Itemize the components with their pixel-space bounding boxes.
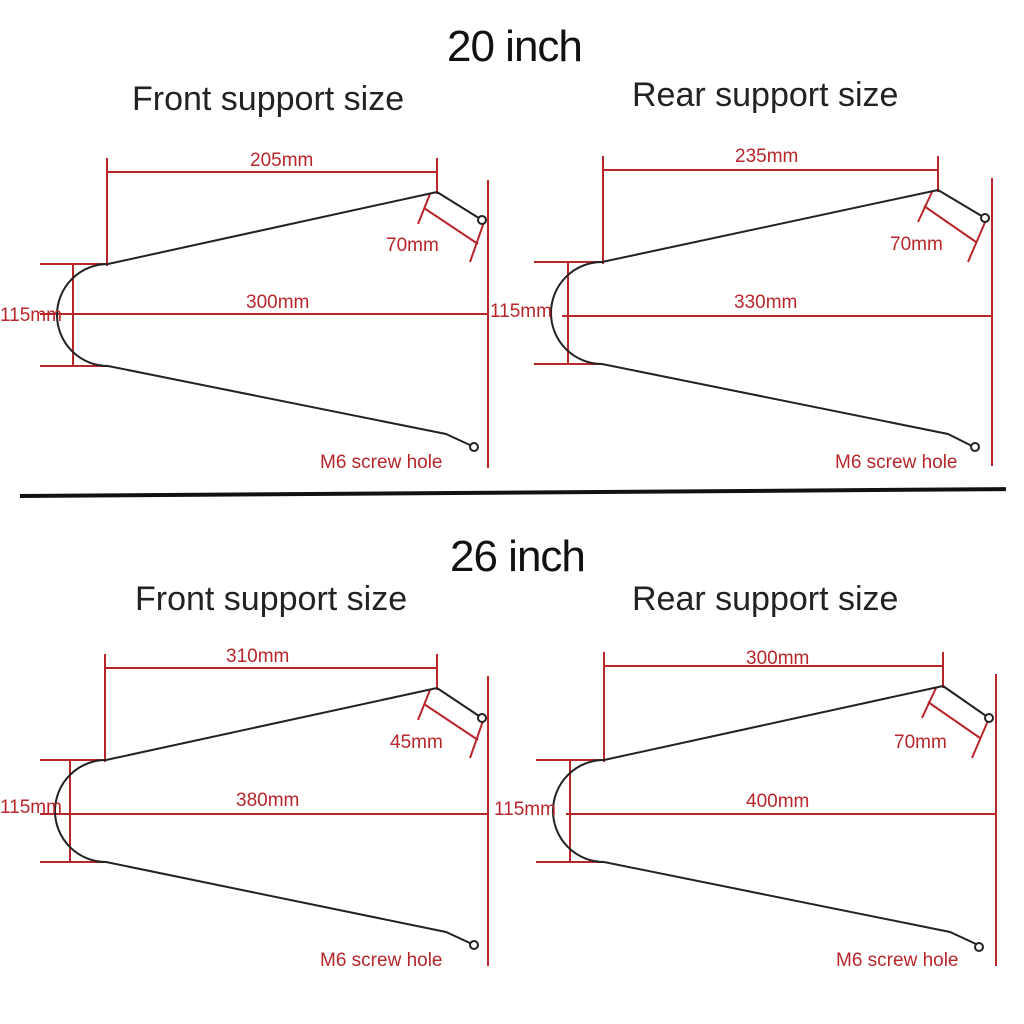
screw-hole-bottom (974, 942, 984, 952)
tab-dimension-line (967, 219, 987, 263)
support-diagram-20-rear: 235mm 70mm 330mm 115mm M6 screw hole (490, 146, 993, 473)
support-outline (56, 191, 473, 447)
panel-title-26-front: Front support size (135, 580, 408, 618)
tab-dimension-line (423, 703, 479, 741)
top-width-label: 310mm (226, 646, 289, 667)
screw-hole-bottom (469, 940, 479, 950)
screw-hole-bottom (970, 442, 980, 452)
tab-label: 45mm (390, 732, 443, 753)
tab-dimension-line (971, 715, 991, 759)
tab-arm (436, 687, 483, 719)
tab-dimension-line (423, 207, 479, 245)
tab-dimension-line (469, 221, 485, 263)
length-label: 400mm (746, 791, 809, 812)
tab-label: 70mm (890, 234, 943, 255)
top-width-label: 205mm (250, 150, 313, 171)
support-outline (54, 687, 473, 945)
height-label: 115mm (490, 301, 552, 322)
panel-title-26-rear: Rear support size (632, 580, 899, 618)
section-title-26-inch: 26 inch (450, 532, 586, 581)
screw-hole-top (984, 713, 994, 723)
tab-label: 70mm (386, 235, 439, 256)
tab-arm (436, 191, 483, 221)
tab-arm (937, 189, 986, 219)
top-width-label: 235mm (735, 146, 798, 167)
support-outline (552, 685, 977, 945)
screw-hole-top (980, 213, 990, 223)
height-label: 115mm (0, 797, 62, 818)
height-label: 115mm (0, 305, 62, 326)
length-label: 330mm (734, 292, 797, 313)
tab-dimension-line (469, 717, 485, 759)
screw-hole-label: M6 screw hole (320, 950, 443, 971)
screw-hole-label: M6 screw hole (836, 950, 959, 971)
length-label: 300mm (246, 292, 309, 313)
support-outline (550, 189, 973, 447)
screw-hole-bottom (469, 442, 479, 452)
tab-dimension-line (923, 205, 977, 243)
section-divider (19, 487, 1006, 498)
screw-hole-top (477, 713, 487, 723)
screw-hole-label: M6 screw hole (835, 452, 958, 473)
support-diagram-26-rear: 300mm 70mm 400mm 115mm M6 screw hole (494, 648, 997, 971)
height-label: 115mm (494, 799, 556, 820)
tab-arm (942, 685, 990, 719)
tab-dimension-line (927, 701, 981, 739)
panel-title-20-front: Front support size (132, 80, 405, 118)
top-width-label: 300mm (746, 648, 809, 669)
length-label: 380mm (236, 790, 299, 811)
panel-title-20-rear: Rear support size (632, 76, 899, 114)
support-diagram-20-front: 205mm 70mm 300mm 115mm M6 screw hole (0, 150, 489, 473)
tab-label: 70mm (894, 732, 947, 753)
screw-hole-label: M6 screw hole (320, 452, 443, 473)
section-title-20-inch: 20 inch (447, 22, 583, 71)
screw-hole-top (477, 215, 487, 225)
support-diagram-26-front: 310mm 45mm 380mm 115mm M6 screw hole (0, 646, 489, 971)
